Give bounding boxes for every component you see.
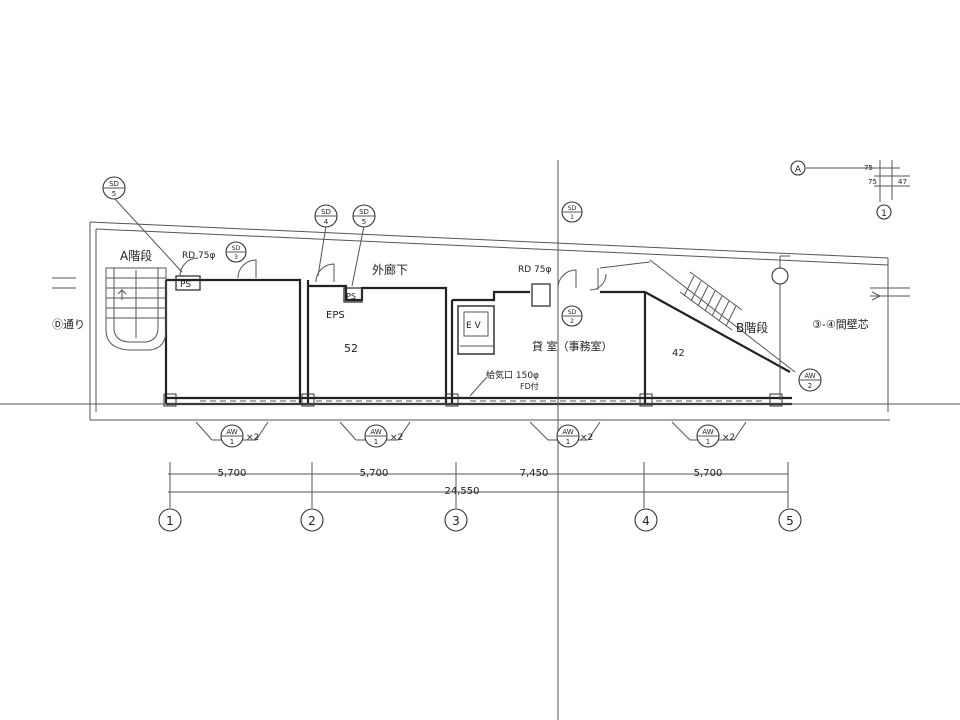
right-marks — [870, 287, 910, 405]
corner-detail: A 75 75 47 1 — [790, 160, 910, 220]
handwritten-mark-1: 52 — [344, 342, 358, 355]
office-label: 貸 室（事務室） — [532, 339, 613, 353]
svg-text:SD: SD — [568, 309, 577, 316]
wall-note: ③-④間壁芯 — [812, 317, 869, 331]
column-5-marker — [771, 255, 790, 400]
svg-text:3: 3 — [452, 514, 460, 528]
svg-text:1: 1 — [706, 438, 710, 446]
sd-tag-2: SD 4 — [314, 204, 338, 277]
grid-axis-5: 5 — [778, 500, 802, 532]
dim-total: 24,550 — [445, 486, 480, 497]
dim-span-2: 5,700 — [360, 468, 389, 479]
columns — [163, 393, 783, 407]
sd-tag-3: SD 5 — [351, 204, 376, 287]
svg-text:75: 75 — [868, 178, 877, 186]
svg-text:47: 47 — [898, 178, 907, 186]
svg-text:×2: ×2 — [580, 433, 593, 443]
svg-text:3: 3 — [234, 254, 238, 261]
svg-text:1: 1 — [230, 438, 234, 446]
svg-text:SD: SD — [232, 245, 241, 252]
svg-text:1: 1 — [566, 438, 570, 446]
svg-text:SD: SD — [109, 180, 119, 188]
aw-tag-side: AW 2 — [798, 368, 822, 392]
svg-text:SD: SD — [568, 205, 577, 212]
ev-shaft — [457, 305, 495, 355]
svg-text:AW: AW — [226, 428, 237, 436]
svg-text:2: 2 — [308, 514, 316, 528]
svg-text:SD: SD — [321, 208, 331, 216]
svg-text:A: A — [795, 165, 802, 175]
supply-label-2: FD付 — [520, 381, 539, 391]
svg-text:1: 1 — [570, 214, 574, 221]
ps-label-1: PS — [180, 280, 191, 290]
building-outline — [89, 221, 890, 421]
svg-text:4: 4 — [324, 218, 329, 226]
eps-label: EPS — [326, 310, 345, 321]
stair-b — [679, 271, 743, 331]
sd-tag-4: SD 3 — [225, 241, 247, 263]
svg-text:AW: AW — [562, 428, 573, 436]
svg-text:AW: AW — [370, 428, 381, 436]
dim-span-1: 5,700 — [218, 468, 247, 479]
svg-text:1: 1 — [881, 209, 887, 219]
svg-text:5: 5 — [362, 218, 366, 226]
svg-text:1: 1 — [166, 514, 174, 528]
left-marks — [52, 277, 76, 405]
svg-text:5: 5 — [112, 190, 116, 198]
sd-tag-5: SD 1 — [561, 201, 583, 223]
rd-label-1: RD 75φ — [182, 251, 215, 261]
dim-span-3: 7,450 — [520, 468, 549, 479]
svg-text:4: 4 — [642, 514, 650, 528]
svg-text:75: 75 — [864, 164, 873, 172]
corridor-label: 外廊下 — [372, 262, 408, 277]
road-label: Ⓓ通り — [52, 318, 85, 331]
sd-tag-1: SD 5 — [102, 176, 183, 273]
ps-label-2: PS — [346, 292, 356, 301]
ev-label: E V — [466, 321, 482, 331]
svg-text:5: 5 — [786, 514, 794, 528]
supply-label: 給気口 150φ — [486, 369, 539, 381]
doors — [179, 257, 607, 291]
svg-text:AW: AW — [702, 428, 713, 436]
sd-tag-6: SD 2 — [561, 305, 583, 327]
stair-a-label: A階段 — [120, 248, 152, 263]
svg-text:SD: SD — [359, 208, 369, 216]
svg-text:1: 1 — [374, 438, 378, 446]
grid-axis-2: 2 — [300, 480, 324, 532]
grid-axis-3: 3 — [444, 480, 468, 532]
handwritten-mark-2: 42 — [672, 348, 685, 359]
aw-tag-3: AW 1 ×2 — [529, 421, 601, 448]
rd-label-2: RD 75φ — [518, 265, 551, 275]
stair-b-label: B階段 — [736, 320, 768, 335]
grid-axis-1: 1 — [158, 500, 182, 532]
grid-axis-4: 4 — [634, 480, 658, 532]
svg-text:×2: ×2 — [390, 433, 403, 443]
aw-tag-1: AW 1 ×2 — [195, 421, 269, 448]
svg-text:2: 2 — [808, 382, 812, 390]
svg-text:2: 2 — [570, 318, 574, 325]
aw-tag-2: AW 1 ×2 — [339, 421, 411, 448]
supply-leader — [469, 377, 487, 397]
dimension-chain — [168, 462, 789, 500]
svg-text:×2: ×2 — [246, 433, 259, 443]
svg-text:AW: AW — [804, 372, 815, 380]
ps-boxes — [175, 275, 551, 307]
dim-span-4: 5,700 — [694, 468, 723, 479]
svg-text:×2: ×2 — [722, 433, 735, 443]
stair-a — [105, 267, 167, 351]
aw-tag-4: AW 1 ×2 — [671, 421, 747, 448]
